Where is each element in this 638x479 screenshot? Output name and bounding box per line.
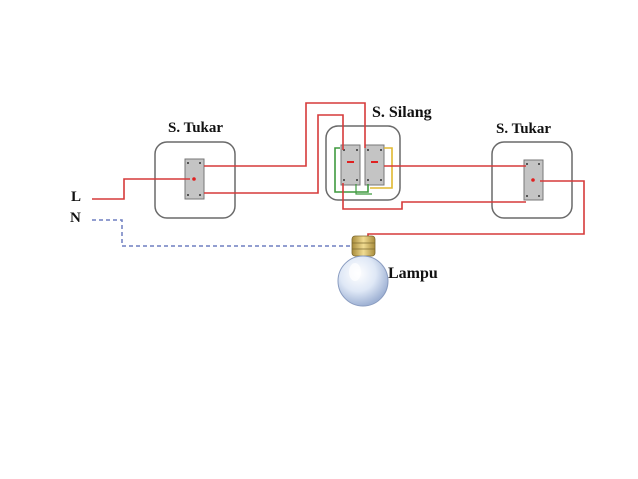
traveller-wire-top-1	[204, 102, 366, 167]
right-switch-terminal	[531, 178, 535, 182]
traveller-wire-bottom-2	[342, 183, 526, 210]
middle-switch-rocker-right	[364, 144, 385, 186]
middle-switch-label: S. Silang	[372, 104, 432, 121]
line-label: L	[71, 189, 82, 205]
neutral-label: N	[70, 210, 81, 226]
middle-cross-switch	[325, 125, 401, 201]
lamp	[337, 235, 389, 307]
lamp-bulb	[337, 255, 389, 307]
middle-switch-rocker-left	[340, 144, 361, 186]
green-jumper-wire	[334, 147, 369, 193]
right-switch-label: S. Tukar	[496, 121, 552, 137]
phase-wire-supply	[92, 178, 190, 200]
green-jumper-wire-2	[355, 184, 372, 195]
yellow-jumper-wire	[370, 147, 393, 189]
left-switch-terminal	[192, 177, 196, 181]
neutral-wire	[92, 219, 352, 247]
lamp-cap	[351, 235, 376, 257]
left-switch-label: S. Tukar	[168, 120, 224, 136]
middle-switch-plate	[325, 125, 401, 201]
traveller-wire-bottom-1	[204, 114, 344, 194]
lamp-label: Lampu	[388, 265, 438, 282]
right-changeover-switch	[491, 141, 573, 219]
left-changeover-switch	[154, 141, 236, 219]
